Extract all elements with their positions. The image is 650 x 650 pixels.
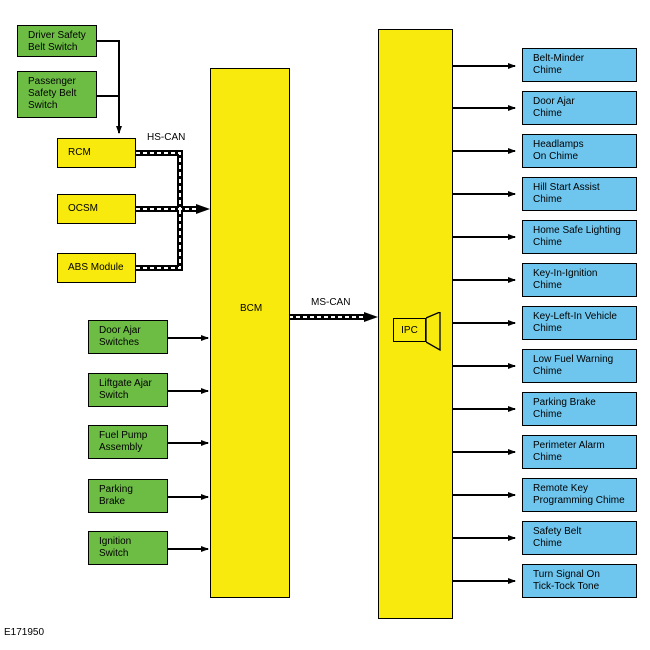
liftgate-ajar-switch: Liftgate Ajar Switch (88, 373, 168, 407)
key-left-in-vehicle-chime: Key-Left-In Vehicle Chime (522, 306, 637, 340)
ipc-label-box: IPC (393, 318, 426, 342)
parking-brake-chime: Parking Brake Chime (522, 392, 637, 426)
parking-brake-switch: Parking Brake (88, 479, 168, 513)
bcm-label: BCM (240, 303, 263, 314)
ipc-label: IPC (401, 324, 418, 336)
speaker-icon (426, 312, 441, 352)
rcm-module: RCM (57, 138, 136, 168)
figure-id: E171950 (4, 627, 45, 638)
safety-belt-chime: Safety Belt Chime (522, 521, 637, 555)
key-in-ignition-chime: Key-In-Ignition Chime (522, 263, 637, 297)
belt-switch-wires (97, 40, 122, 134)
home-safe-lighting-chime: Home Safe Lighting Chime (522, 220, 637, 254)
ipc-output-wires (452, 63, 516, 584)
hs-can-label: HS-CAN (147, 132, 186, 143)
headlamps-on-chime: Headlamps On Chime (522, 134, 637, 168)
door-ajar-chime: Door Ajar Chime (522, 91, 637, 125)
ms-can-label: MS-CAN (311, 297, 351, 308)
ms-can-bus (289, 312, 378, 322)
door-ajar-switches: Door Ajar Switches (88, 320, 168, 354)
driver-safety-belt-switch: Driver Safety Belt Switch (17, 25, 97, 57)
fuel-pump-assembly: Fuel Pump Assembly (88, 425, 168, 459)
remote-key-programming-chime: Remote Key Programming Chime (522, 478, 637, 512)
bcm-block (210, 68, 290, 598)
ocsm-module: OCSM (57, 194, 136, 224)
bcm-input-wires (168, 335, 209, 552)
turn-signal-on-tick-tock-tone: Turn Signal On Tick-Tock Tone (522, 564, 637, 598)
perimeter-alarm-chime: Perimeter Alarm Chime (522, 435, 637, 469)
low-fuel-warning-chime: Low Fuel Warning Chime (522, 349, 637, 383)
hs-can-bus (136, 150, 210, 271)
hill-start-assist-chime: Hill Start Assist Chime (522, 177, 637, 211)
abs-module: ABS Module (57, 253, 136, 283)
ignition-switch: Ignition Switch (88, 531, 168, 565)
belt-minder-chime: Belt-Minder Chime (522, 48, 637, 82)
passenger-safety-belt-switch: Passenger Safety Belt Switch (17, 71, 97, 118)
